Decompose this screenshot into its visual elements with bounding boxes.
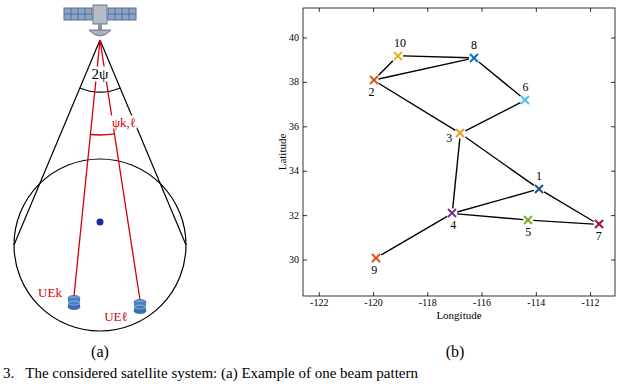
site-marker: 7 — [594, 219, 604, 229]
tick-mark — [373, 8, 374, 12]
cross-mark — [469, 53, 479, 63]
panel-label: (a) — [91, 344, 109, 360]
tick-mark — [303, 126, 307, 127]
tick-mark — [536, 292, 537, 296]
angle-label: UEℓ — [104, 310, 128, 323]
tick-label: -118 — [419, 298, 437, 308]
site-number: 6 — [521, 81, 529, 93]
tick-mark — [303, 215, 307, 216]
beam-edge — [100, 40, 186, 245]
graph-link — [465, 137, 534, 185]
tick-mark — [611, 260, 615, 261]
tick-mark — [303, 82, 307, 83]
site-number: 3 — [445, 132, 453, 144]
tick-mark — [611, 82, 615, 83]
graph-link — [465, 103, 520, 131]
plot-box — [303, 8, 615, 296]
tick-mark — [590, 292, 591, 296]
cross-mark — [534, 184, 544, 194]
tick-label: -112 — [582, 298, 600, 308]
graph-link — [379, 59, 469, 79]
site-number: 5 — [524, 226, 532, 238]
site-marker: 10 — [393, 51, 403, 61]
tick-mark — [482, 8, 483, 12]
site-marker: 1 — [534, 184, 544, 194]
site-number: 8 — [470, 39, 478, 51]
tick-label: 36 — [289, 122, 299, 132]
site-number: 2 — [368, 86, 376, 98]
satellite-icon — [64, 5, 136, 36]
cross-mark — [594, 219, 604, 229]
site-marker: 6 — [520, 95, 530, 105]
tick-label: -122 — [310, 298, 328, 308]
graph-link — [453, 138, 460, 208]
panel-label: (b) — [446, 344, 465, 360]
tick-mark — [482, 292, 483, 296]
cross-mark — [447, 208, 457, 218]
tick-mark — [373, 292, 374, 296]
tick-label: 40 — [289, 33, 299, 43]
site-marker: 3 — [455, 128, 465, 138]
angle-arc — [90, 134, 114, 135]
angle-label: UEk — [38, 286, 62, 299]
axis-label: Longitude — [436, 310, 481, 321]
cross-mark — [369, 75, 379, 85]
cross-mark — [455, 128, 465, 138]
user-icon — [68, 296, 80, 310]
tick-mark — [303, 260, 307, 261]
site-number: 9 — [370, 264, 378, 276]
tick-mark — [303, 37, 307, 38]
graph-link — [479, 62, 521, 96]
graph-link — [457, 190, 534, 212]
tick-mark — [590, 8, 591, 12]
graph-link — [379, 83, 456, 130]
tick-mark — [427, 8, 428, 12]
tick-label: 34 — [289, 166, 299, 176]
site-number: 10 — [393, 37, 407, 49]
graph-link — [379, 61, 393, 75]
angle-arc — [80, 88, 120, 92]
beam-center — [97, 219, 104, 226]
graph-link — [533, 220, 594, 224]
tick-mark — [319, 292, 320, 296]
graph-link — [403, 56, 469, 58]
beam-edge — [14, 40, 100, 245]
graph-link — [544, 192, 594, 222]
tick-mark — [611, 215, 615, 216]
tick-label: -120 — [364, 298, 382, 308]
tick-label: 38 — [289, 77, 299, 87]
tick-label: 32 — [289, 211, 299, 221]
user-icon — [134, 300, 146, 314]
site-marker: 2 — [369, 75, 379, 85]
figure-caption: 3. The considered satellite system: (a) … — [3, 366, 418, 381]
plot-frame — [303, 8, 615, 296]
angle-label: ψk,ℓ — [111, 116, 137, 129]
tick-mark — [611, 126, 615, 127]
tick-mark — [611, 37, 615, 38]
cross-mark — [523, 215, 533, 225]
tick-label: -114 — [527, 298, 545, 308]
axis-label: Latitude — [277, 134, 288, 171]
angle-label: 2ψ — [91, 67, 110, 82]
site-number: 4 — [449, 219, 457, 231]
tick-mark — [611, 171, 615, 172]
site-marker: 9 — [371, 253, 381, 263]
site-number: 1 — [535, 170, 543, 182]
tick-mark — [303, 171, 307, 172]
cross-mark — [393, 51, 403, 61]
tick-mark — [536, 8, 537, 12]
site-marker: 8 — [469, 53, 479, 63]
tick-label: 30 — [289, 255, 299, 265]
tick-mark — [319, 8, 320, 12]
cross-mark — [371, 253, 381, 263]
cross-mark — [520, 95, 530, 105]
site-number: 7 — [595, 230, 603, 242]
site-marker: 4 — [447, 208, 457, 218]
tick-label: -116 — [473, 298, 491, 308]
graph-link — [381, 216, 447, 255]
tick-mark — [427, 292, 428, 296]
graph-link — [457, 214, 523, 220]
site-marker: 5 — [523, 215, 533, 225]
